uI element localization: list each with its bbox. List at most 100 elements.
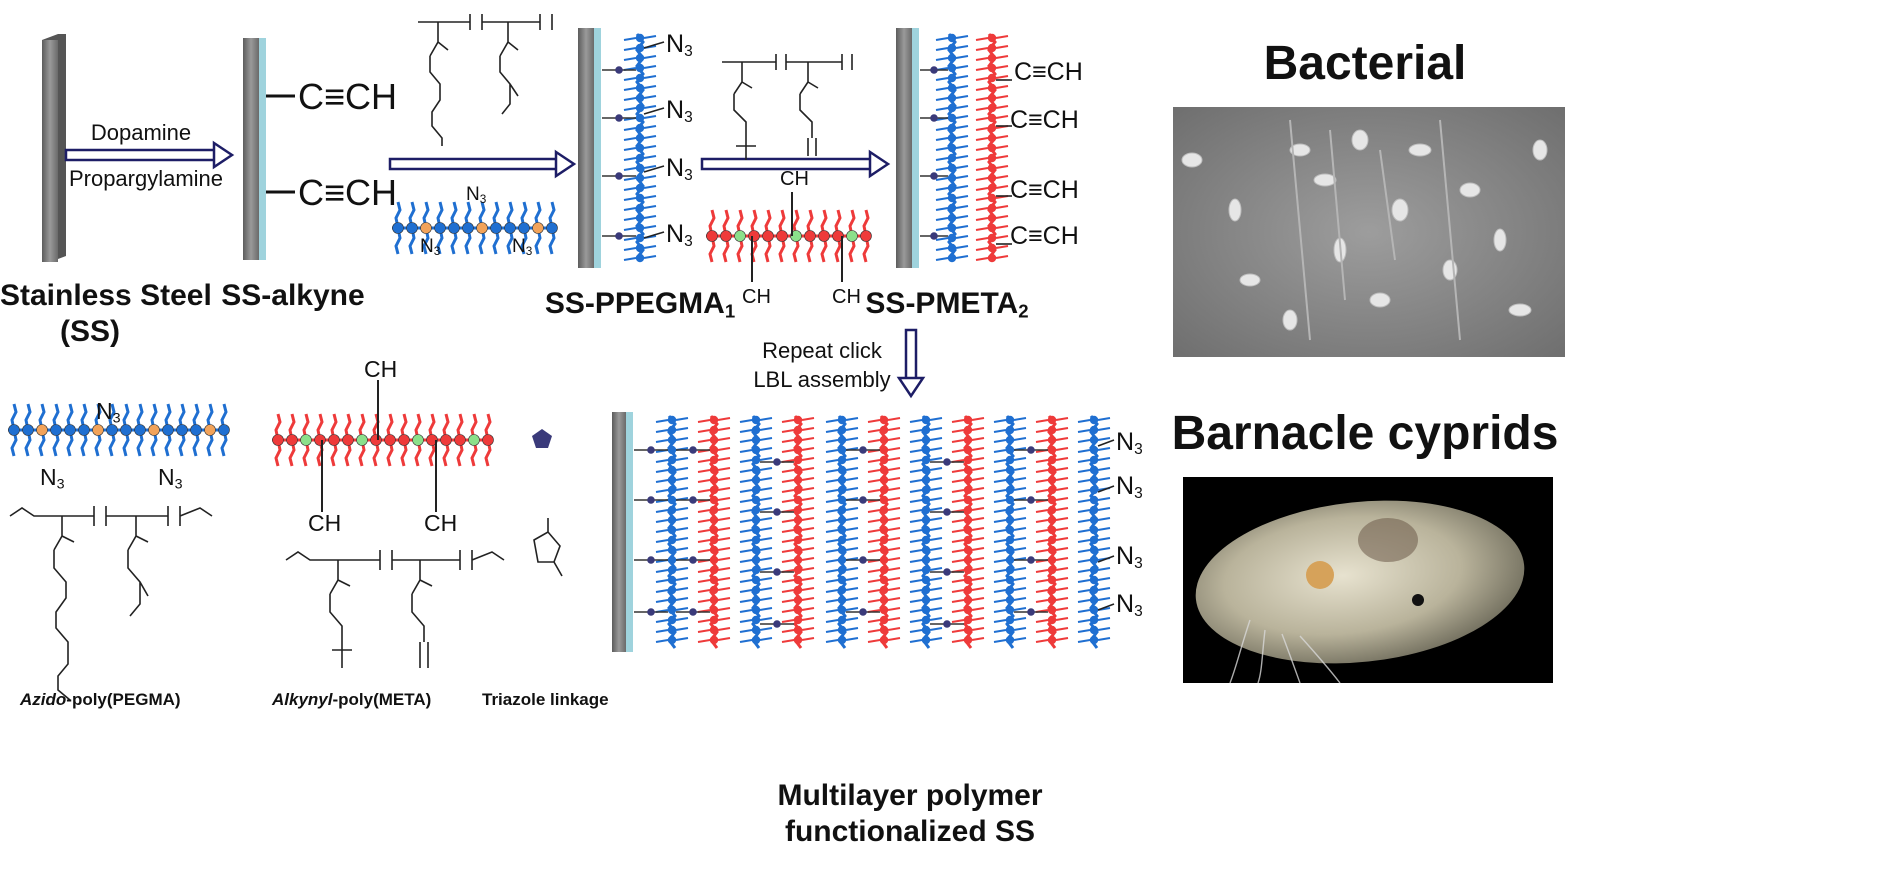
- ppegma-n3-3: N3: [666, 154, 693, 184]
- ppegma-n3-tether: [643, 107, 665, 115]
- multilayer-linker-dot: [689, 556, 697, 564]
- multilayer-linker-dot: [943, 620, 951, 628]
- multilayer-surface-linker-dot: [647, 608, 655, 616]
- pmeta-formula-top: [722, 54, 853, 160]
- bacterium-cell: [1408, 143, 1432, 157]
- arrow-click-1: [388, 149, 577, 179]
- arrow-dopamine: [64, 140, 235, 170]
- multilayer-surface-linker-dot: [647, 556, 655, 564]
- ppegma-formula-top: [418, 14, 553, 146]
- mid-azido-cartoon: [392, 201, 558, 255]
- multilayer-slab: [612, 412, 633, 652]
- legend-alkynyl-cartoon: [272, 413, 494, 467]
- multilayer-linker-dot: [1027, 496, 1035, 504]
- ss-alkyne-slab: [243, 38, 266, 260]
- pmeta-alkyne-1: C≡CH: [1014, 58, 1083, 86]
- label-ss-alkyne: SS-alkyne: [221, 279, 365, 312]
- stainless-steel-slab: [42, 34, 66, 262]
- ppegma-n3-4: N3: [666, 220, 693, 250]
- barnacle-cyprid-image: [1183, 477, 1553, 684]
- ppegma-linker-dot: [615, 114, 623, 122]
- alkyne-group-1: C≡CH: [298, 76, 397, 117]
- label-multilayer: Multilayer polymer functionalized SS: [777, 779, 1043, 848]
- legend-azido-n3-top: N3: [96, 398, 121, 427]
- multilayer-n3-tether: [1097, 555, 1115, 563]
- pmeta-linker-dot: [930, 232, 938, 240]
- multilayer-chain: [1035, 415, 1069, 649]
- ppegma-linker-dot: [615, 232, 623, 240]
- bacterium-cell: [1493, 228, 1507, 252]
- ss-ppegma-slab: [578, 28, 601, 268]
- bacterium-cell: [1532, 139, 1548, 161]
- ppegma-linker-dot: [615, 172, 623, 180]
- multi-n3-3: N3: [1116, 542, 1143, 572]
- triazole-pentagon: [532, 429, 552, 448]
- step-dopamine: Dopamine: [90, 120, 192, 145]
- bacterium-cell: [1313, 173, 1337, 187]
- pmeta-linker-dot: [930, 172, 938, 180]
- multilayer-linker-dot: [859, 556, 867, 564]
- legend-alkynyl-poly-meta: Alkynyl-poly(META): [272, 690, 432, 709]
- triazole-structure: [533, 518, 563, 577]
- multilayer-linker-dot: [689, 496, 697, 504]
- bacterium-cell: [1459, 182, 1481, 198]
- arrow-repeat: [896, 328, 926, 399]
- ppegma-n3-1: N3: [666, 30, 693, 60]
- pmeta-alkyne-3: C≡CH: [1010, 176, 1079, 204]
- ppegma-linker-dot: [615, 66, 623, 74]
- arrow-click-2: [700, 149, 891, 179]
- mid-alkynyl-ch-left: CH: [742, 286, 771, 308]
- multilayer-linker-dot: [943, 508, 951, 516]
- multilayer-linker-dot: [859, 446, 867, 454]
- pmeta-linker-dot: [930, 66, 938, 74]
- ppegma-n3-tether: [643, 41, 665, 49]
- multilayer-chain: [825, 415, 859, 649]
- pmeta-alkyne-4: C≡CH: [1010, 222, 1079, 250]
- multilayer-linker-dot: [773, 508, 781, 516]
- multilayer-linker-dot: [859, 608, 867, 616]
- bacterium-cell: [1289, 143, 1311, 157]
- multilayer-n3-tether: [1097, 603, 1115, 611]
- sem-fiber: [1329, 129, 1346, 301]
- multilayer-linker-dot: [1027, 556, 1035, 564]
- sem-fiber: [1439, 119, 1461, 341]
- bacterium-cell: [1351, 129, 1369, 151]
- panel-title-barnacle: Barnacle cyprids: [1171, 407, 1559, 460]
- multilayer-chain: [739, 415, 773, 649]
- legend-azido-n3-left: N3: [40, 464, 65, 493]
- legend-alkynyl-ch-top: CH: [364, 356, 398, 382]
- multi-n3-1: N3: [1116, 428, 1143, 458]
- label-ss-pmeta: SS-PMETA2: [865, 287, 1029, 322]
- ppegma-chain: [623, 33, 657, 263]
- bacterium-cell: [1282, 309, 1298, 331]
- multilayer-n3-tether: [1097, 485, 1115, 493]
- multilayer-surface-linker-dot: [647, 446, 655, 454]
- multilayer-chain: [1077, 415, 1111, 649]
- multilayer-linker-dot: [943, 568, 951, 576]
- multilayer-surface-linker-dot: [647, 496, 655, 504]
- multilayer-chain: [993, 415, 1027, 649]
- multilayer-n3-tether: [1097, 439, 1115, 447]
- mid-alkynyl-cartoon: [706, 209, 872, 263]
- multilayer-linker-dot: [1027, 446, 1035, 454]
- multi-n3-4: N3: [1116, 590, 1143, 620]
- legend-azido-poly-pegma: Azido-poly(PEGMA): [20, 690, 181, 709]
- mid-azido-n3-right: N3: [512, 236, 533, 258]
- peg-formula-bottom: [9, 506, 213, 701]
- alkyne-group-2: C≡CH: [298, 172, 397, 213]
- sem-fiber: [1379, 149, 1396, 261]
- multilayer-linker-dot: [689, 446, 697, 454]
- pmeta-linker-dot: [930, 114, 938, 122]
- legend-azido-cartoon: [8, 403, 230, 457]
- pmeta-blue-chain: [935, 33, 969, 263]
- mid-alkynyl-ch-top: CH: [780, 168, 809, 190]
- ppegma-n3-tether: [643, 165, 665, 173]
- bacterium-cell: [1369, 292, 1391, 308]
- step-repeat-click: Repeat click LBL assembly: [753, 338, 891, 392]
- ss-pmeta-slab: [896, 28, 919, 268]
- label-stainless-steel: Stainless Steel (SS): [0, 279, 212, 348]
- mid-azido-n3-left: N3: [420, 236, 441, 258]
- bacterium-cell: [1181, 152, 1203, 168]
